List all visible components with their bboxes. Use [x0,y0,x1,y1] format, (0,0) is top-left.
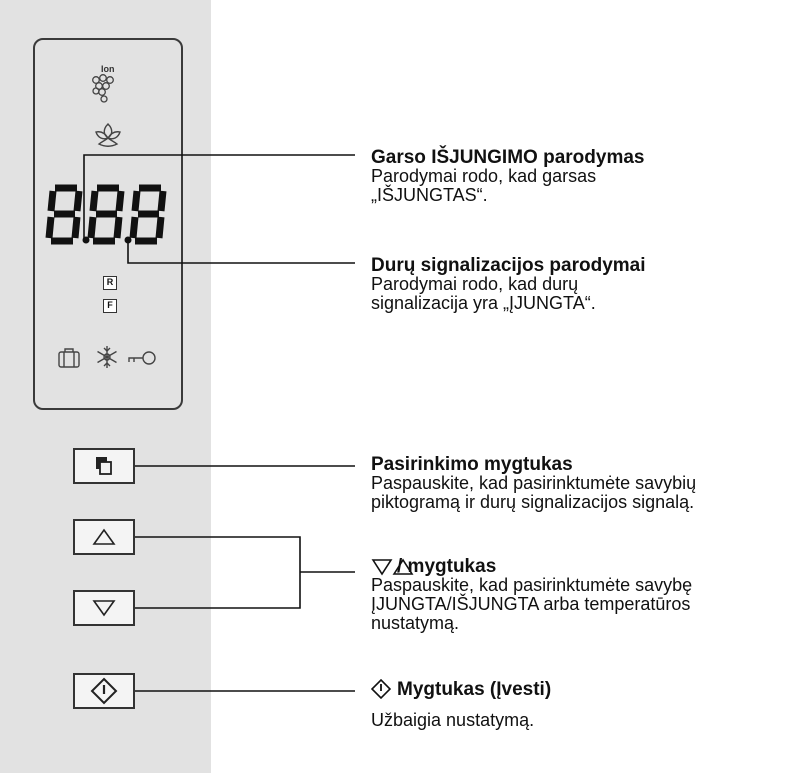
triangle-up-icon [392,558,414,575]
updown-button-label: / mygtukas Paspauskite, kad pasirinktumė… [371,557,791,633]
f-badge: F [103,299,117,313]
door-alarm-label: Durų signalizacijos parodymai Parodymai … [371,256,791,313]
shopping-bag-icon [58,348,80,368]
select-icon [96,457,112,475]
down-button[interactable] [73,590,135,626]
leaf-icon [95,123,121,147]
ion-label: Ion [101,64,115,74]
key-icon [128,351,156,365]
sound-off-label: Garso IŠJUNGIMO parodymas Parodymai rodo… [371,148,791,205]
enter-button-title: Mygtukas (Įvesti) [397,678,552,700]
select-button-title: Pasirinkimo mygtukas [371,454,573,475]
sound-off-desc: Parodymai rodo, kad garsas „IŠJUNGTAS“. [371,166,597,205]
up-button[interactable] [73,519,135,555]
door-alarm-title: Durų signalizacijos parodymai [371,255,646,276]
enter-button-label: Mygtukas (Įvesti) Užbaigia nustatymą. [371,679,791,730]
triangle-down-icon [92,600,116,617]
panel-background [0,0,211,773]
enter-icon [90,677,118,705]
select-button[interactable] [73,448,135,484]
select-button-label: Pasirinkimo mygtukas Paspauskite, kad pa… [371,455,791,512]
enter-icon [371,679,391,699]
enter-button[interactable] [73,673,135,709]
updown-button-desc: Paspauskite, kad pasirinktumėte savybę Į… [371,575,693,633]
display-panel [33,38,183,410]
seven-segment-display [45,184,167,245]
enter-button-desc: Užbaigia nustatymą. [371,710,535,730]
triangle-up-icon [92,528,116,545]
snowflake-icon [97,346,117,368]
r-badge: R [103,276,117,290]
triangle-down-icon [371,558,393,575]
sound-off-title: Garso IŠJUNGIMO parodymas [371,147,645,168]
door-alarm-desc: Parodymai rodo, kad durų signalizacija y… [371,274,596,313]
ion-icon: Ion [92,64,115,103]
select-button-desc: Paspauskite, kad pasirinktumėte savybių … [371,473,697,512]
updown-button-title: / mygtukas [397,556,497,577]
